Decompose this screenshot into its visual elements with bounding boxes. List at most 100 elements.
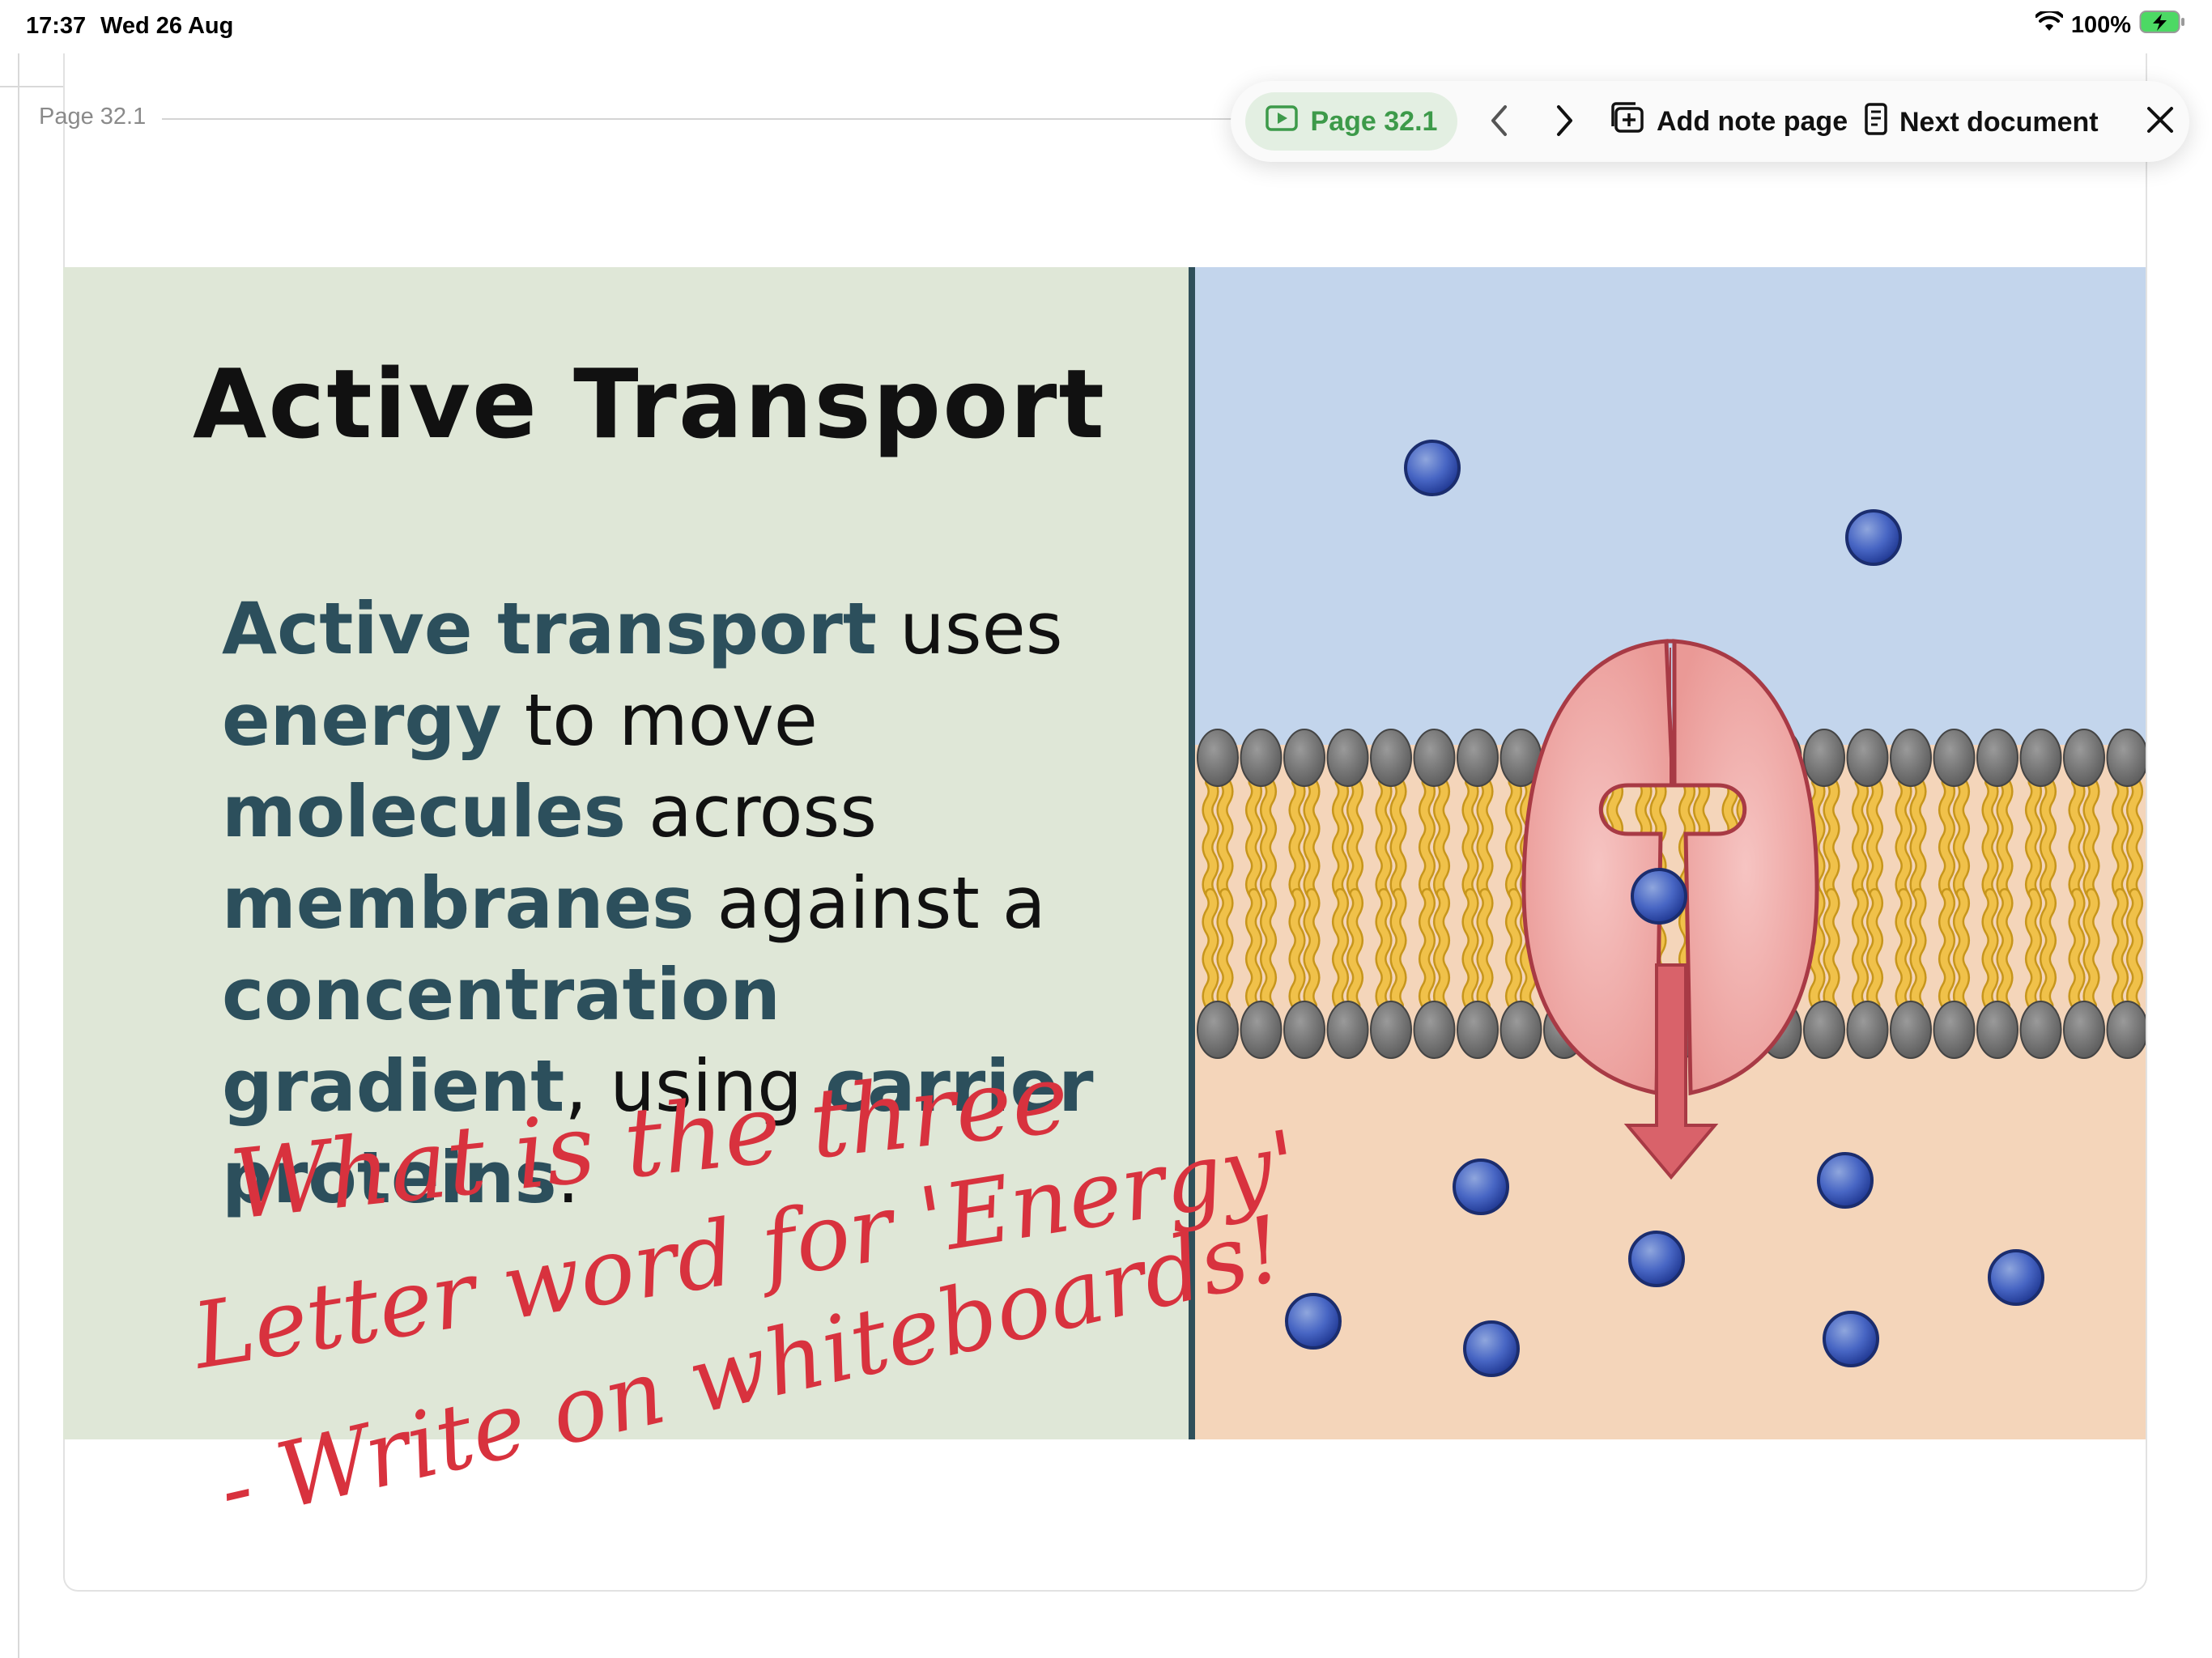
lipid-head [2106,1001,2146,1059]
lipid-tail-fill [1998,890,2011,1010]
battery-percent: 100% [2070,11,2131,38]
lipid-head [1803,1001,1845,1059]
lipid-tail-fill [1348,890,1362,1010]
chevron-right-icon [1557,105,1572,136]
lipid-head [1240,729,1283,787]
lipid-tail-fill [2113,778,2127,898]
lipid-tail-fill [2041,778,2055,898]
diagram-svg [1195,267,2146,1439]
lipid-tail-fill [1940,778,1954,898]
lipid-head [1413,1001,1456,1059]
lipid-tail-fill [1464,890,1477,1010]
current-page-button[interactable]: Page 32.1 [1245,92,1457,151]
add-note-page-label: Add note page [1657,106,1848,137]
lipid-head [1326,729,1369,787]
molecule [1404,440,1461,496]
lipid-tail-fill [1420,778,1434,898]
molecule [1845,509,1902,566]
slide-title: Active Transport [193,348,1106,460]
lipid-head [1457,1001,1499,1059]
lipid-tail-fill [1912,890,1925,1010]
molecule [1988,1249,2044,1306]
molecule [1285,1293,1342,1350]
lipid-head [1326,1001,1369,1059]
slide-text-panel: Active Transport Active transport uses e… [63,267,1189,1439]
lipid-tail-fill [1464,778,1477,898]
lipid-head [1370,729,1412,787]
slide-body-segment: across [626,770,878,853]
wifi-icon [2034,9,2064,39]
lipid-tail-fill [2128,778,2142,898]
page-label-line [162,118,1247,120]
lipid-head [1933,729,1976,787]
document-icon [1864,102,1888,143]
molecule [1823,1311,1879,1367]
lipid-tail-fill [1853,890,1867,1010]
lipid-tail-fill [1219,778,1231,898]
lipid-tail-fill [1478,778,1491,898]
lipid-head [1846,729,1889,787]
left-margin-line [18,53,19,1658]
lipid-tail-fill [1940,890,1954,1010]
slide-body-segment: . [556,1136,580,1219]
next-page-button[interactable] [1555,104,1576,138]
lipid-tail-fill [1334,778,1347,898]
lipid-tail-fill [1868,778,1882,898]
lipid-tail-fill [1998,778,2011,898]
battery-charging-icon [2139,10,2186,40]
lipid-head [1283,1001,1325,1059]
slide-divider [1189,267,1195,1439]
lipid-tail-fill [1507,890,1521,1010]
slide-body-text: Active transport uses energy to move mol… [222,583,1161,1223]
page-toolbar: Page 32.1 Add note page Next document [1231,81,2189,162]
add-note-page-button[interactable]: Add note page [1610,102,1848,142]
slideshow-icon [1265,104,1298,138]
next-document-button[interactable]: Next document [1864,102,2099,143]
lipid-tail-fill [1261,778,1275,898]
lipid-tail-fill [2128,890,2142,1010]
slide-body-keyword: molecules [222,770,627,853]
page-label: Page 32.1 [39,104,147,130]
lipid-head [1890,729,1932,787]
lipid-head [1803,729,1845,787]
lipid-tail-fill [1897,890,1910,1010]
status-right: 100% [2034,9,2186,40]
lipid-tail-fill [1955,890,1968,1010]
slide-body-segment: to move [501,678,818,762]
lipid-tail-fill [1984,890,1997,1010]
status-bar: 17:37 Wed 26 Aug 100% [0,0,2212,53]
transport-direction-arrow [1623,963,1719,1180]
lipid-head [2106,729,2146,787]
close-button[interactable] [2146,105,2175,134]
lipid-tail-fill [1334,890,1347,1010]
molecule [1817,1152,1874,1209]
lipid-tail-fill [1897,778,1910,898]
lipid-tail-fill [1348,778,1362,898]
lipid-tail-fill [1912,778,1925,898]
lipid-head [1197,1001,1239,1059]
lipid-tail-fill [1247,890,1261,1010]
previous-page-button[interactable] [1488,104,1509,138]
status-date: Wed 26 Aug [100,13,234,39]
slide: Active Transport Active transport uses e… [63,267,2146,1439]
lipid-tail-fill [1984,778,1997,898]
slide-body-segment: uses [876,587,1063,670]
current-page-label: Page 32.1 [1310,105,1438,137]
lipid-tail-fill [2070,890,2083,1010]
lipid-head [2019,729,2062,787]
lipid-tail-fill [1204,890,1217,1010]
slide-body-segment: against a [694,861,1046,945]
lipid-head [1457,729,1499,787]
lipid-tail-fill [2085,890,2098,1010]
status-time: 17:37 [26,13,87,39]
molecule [1631,868,1687,925]
add-page-icon [1610,102,1645,142]
lipid-tail-fill [1204,778,1217,898]
slide-body-keyword: concentration gradient [222,953,781,1128]
lipid-tail-fill [2027,890,2040,1010]
lipid-tail-fill [1420,890,1434,1010]
lipid-tail-fill [2027,778,2040,898]
lipid-head [1413,729,1456,787]
lipid-head [1240,1001,1283,1059]
lipid-tail-fill [1825,778,1838,898]
